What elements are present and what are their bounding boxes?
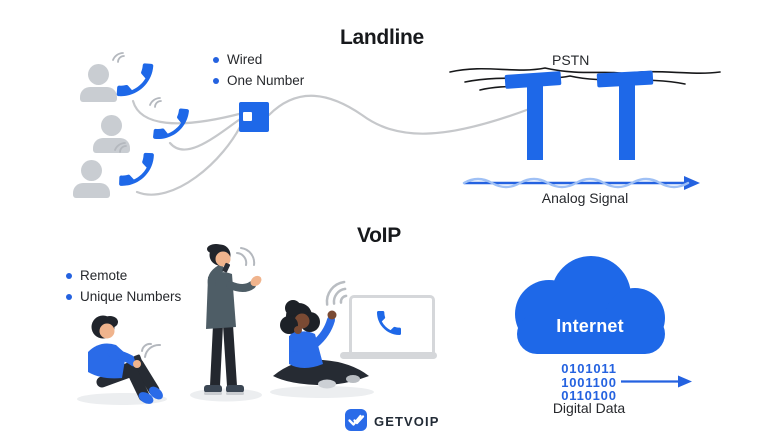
binary-line: 0110100	[561, 388, 617, 403]
phone-handset-icon	[153, 108, 189, 139]
voip-call-icon	[377, 311, 401, 335]
laptop-base	[340, 352, 437, 359]
voip-title: VoIP	[357, 224, 401, 247]
caller-silhouette	[80, 64, 120, 104]
telephone-pole	[527, 74, 543, 160]
silhouette-head	[88, 64, 109, 85]
binary-digits: 0101011 1001100 0110100	[558, 362, 620, 403]
telephone-pole	[619, 74, 635, 160]
digital-signal-arrow	[621, 375, 692, 388]
voip-bullet-list: Remote Unique Numbers	[66, 268, 181, 305]
silhouette-body	[73, 183, 110, 198]
bullet-label: Wired	[227, 52, 263, 67]
bullet-label: One Number	[227, 73, 305, 88]
list-item: Wired	[213, 52, 304, 68]
standing-man-illustration	[190, 244, 262, 402]
sitting-man-illustration	[77, 315, 167, 405]
phone-handset-icon	[119, 152, 154, 186]
analog-signal-label: Analog Signal	[541, 190, 629, 206]
signal-arcs-icon	[149, 97, 162, 108]
silhouette-head	[101, 115, 122, 136]
signal-arcs-icon	[112, 52, 125, 63]
wifi-arcs-icon	[325, 280, 348, 306]
bullet-label: Remote	[80, 268, 128, 283]
bullet-dot	[213, 78, 219, 84]
silhouette-head	[81, 160, 102, 181]
sitting-woman-illustration	[270, 300, 374, 398]
jack-port	[243, 112, 252, 121]
list-item: Unique Numbers	[66, 289, 181, 305]
wall-jack	[239, 102, 269, 132]
silhouette-body	[80, 87, 117, 102]
list-item: One Number	[213, 73, 304, 89]
landline-bullet-list: Wired One Number	[213, 52, 304, 89]
list-item: Remote	[66, 268, 181, 284]
signal-arcs-icon	[114, 142, 127, 153]
landline-title: Landline	[340, 26, 424, 49]
double-check-badge-icon	[348, 414, 365, 426]
phone-handset-icon	[116, 63, 154, 97]
digital-data-label: Digital Data	[552, 400, 626, 416]
binary-line: 0101011	[561, 361, 617, 376]
bullet-label: Unique Numbers	[80, 289, 182, 304]
getvoip-logo	[345, 409, 367, 431]
caller-silhouette	[73, 160, 113, 200]
bullet-dot	[66, 294, 72, 300]
analog-signal-arrow	[462, 176, 700, 190]
getvoip-logo-text: GETVOIP	[374, 414, 440, 429]
binary-line: 1001100	[561, 374, 617, 390]
internet-cloud	[515, 256, 665, 354]
pstn-label: PSTN	[552, 52, 590, 68]
internet-label: Internet	[556, 316, 624, 336]
bullet-dot	[66, 273, 72, 279]
bullet-dot	[213, 57, 219, 63]
